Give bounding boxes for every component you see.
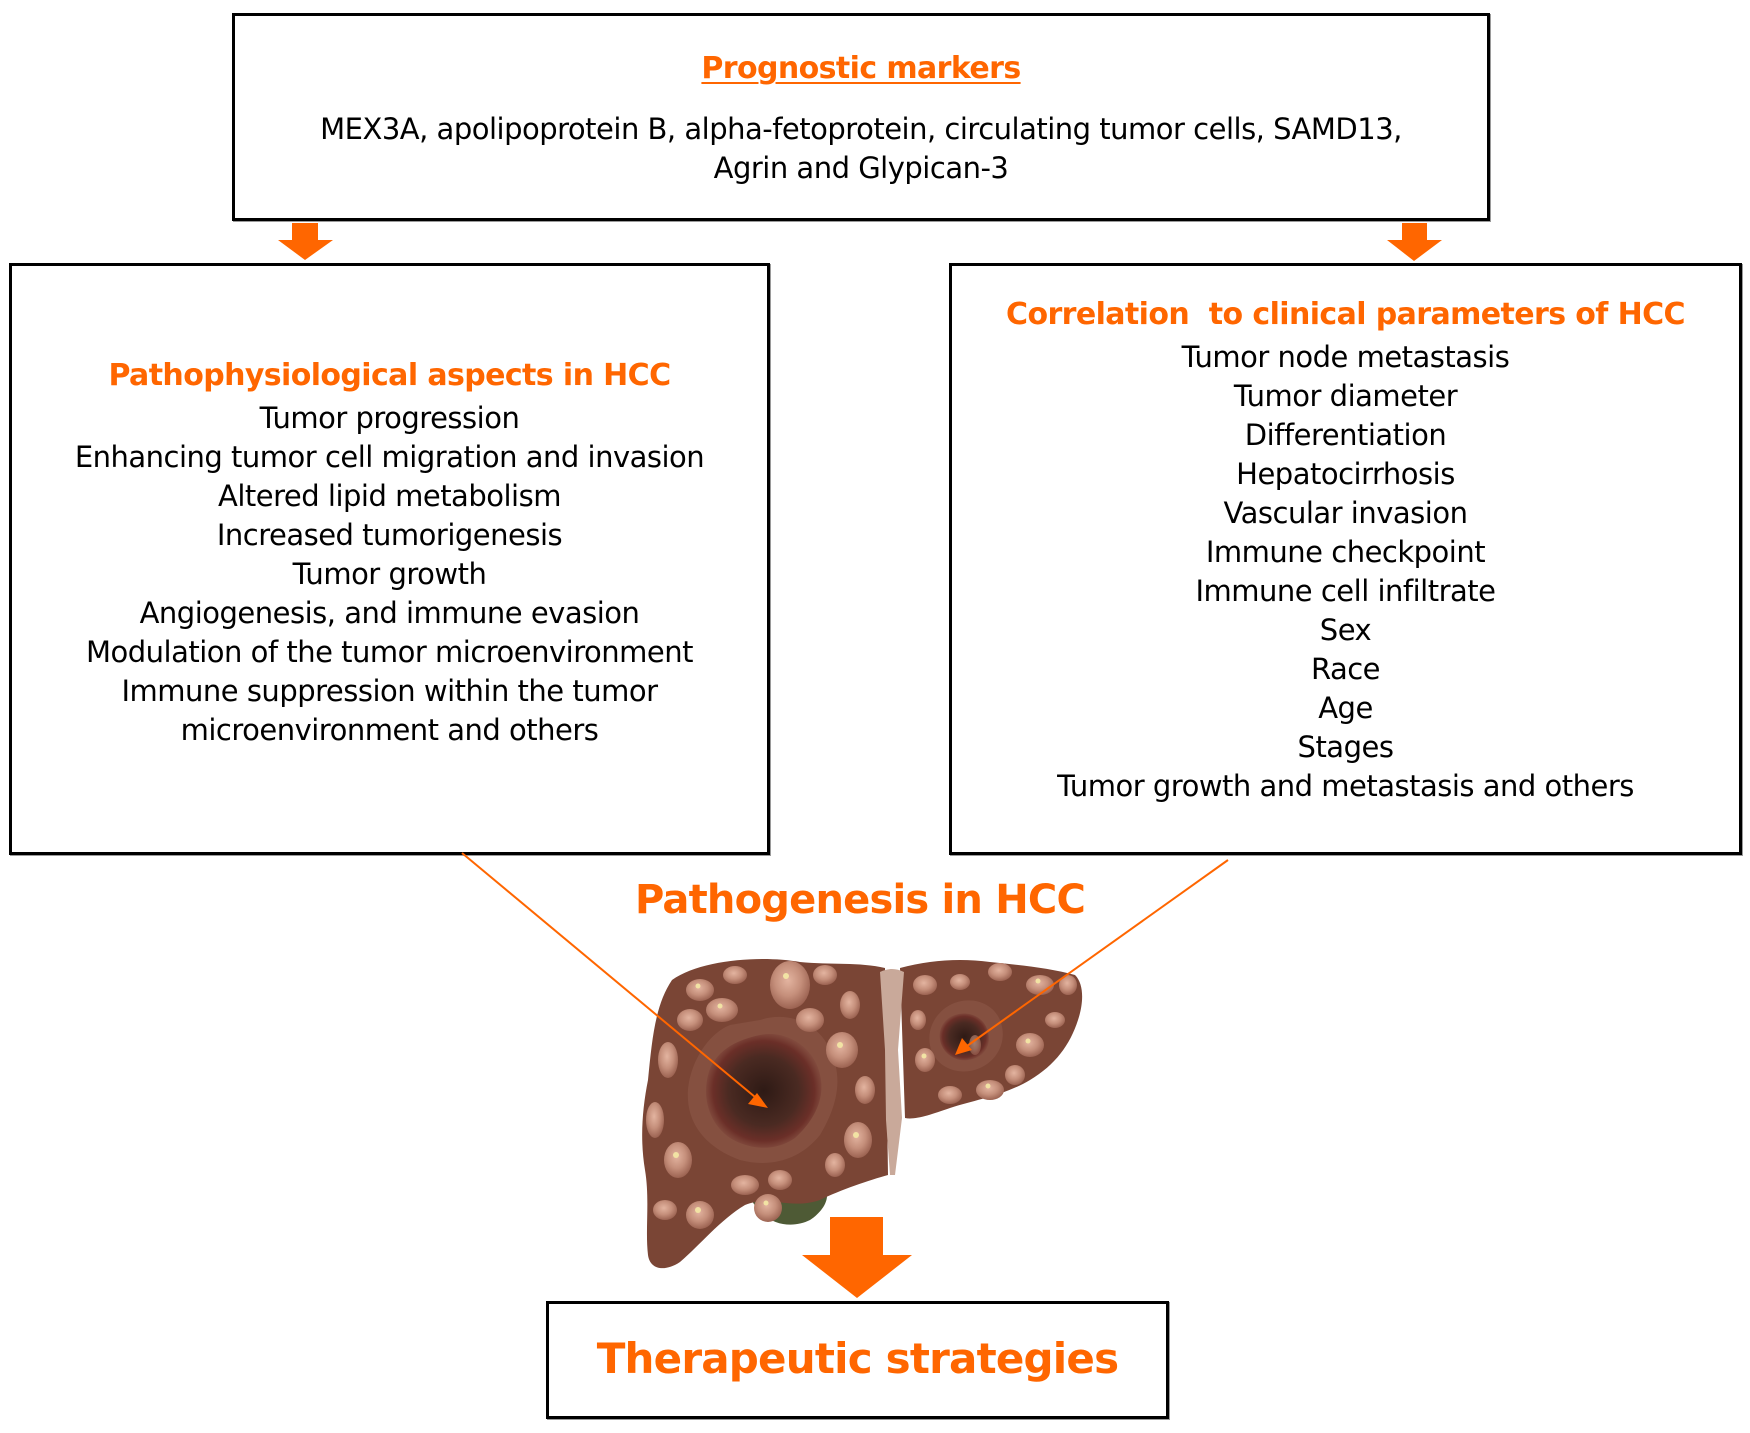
list-item: microenvironment and others — [180, 713, 599, 747]
prognostic-markers-heading: Prognostic markers — [701, 51, 1021, 86]
prognostic-markers-line: MEX3A, apolipoprotein B, alpha-fetoprote… — [320, 112, 1402, 146]
down-arrow-icon — [802, 1217, 912, 1298]
list-item: Angiogenesis, and immune evasion — [139, 596, 640, 630]
pathophysiological-aspects-heading: Pathophysiological aspects in HCC — [108, 358, 671, 393]
list-item: Tumor diameter — [1233, 379, 1458, 413]
pathophysiological-aspects-box: Pathophysiological aspects in HCC Tumor … — [9, 263, 770, 855]
list-item: Immune suppression within the tumor — [121, 674, 658, 708]
list-item: Enhancing tumor cell migration and invas… — [74, 440, 705, 474]
list-item: Hepatocirrhosis — [1236, 457, 1455, 491]
therapeutic-strategies-box: Therapeutic strategies — [546, 1301, 1169, 1419]
list-item: Tumor growth and metastasis and others — [1057, 769, 1634, 803]
list-item: Immune checkpoint — [1205, 535, 1486, 569]
list-item: Tumor progression — [259, 401, 520, 435]
list-item: Modulation of the tumor microenvironment — [86, 635, 693, 669]
list-item: Tumor growth — [292, 557, 487, 591]
prognostic-markers-box: Prognostic markers MEX3A, apolipoprotein… — [232, 13, 1490, 221]
list-item: Stages — [1297, 730, 1394, 764]
list-item: Race — [1310, 652, 1381, 686]
therapeutic-strategies-title: Therapeutic strategies — [596, 1334, 1119, 1383]
down-arrow-icon — [1387, 223, 1442, 261]
down-arrow-icon — [278, 223, 333, 260]
pathogenesis-title: Pathogenesis in HCC — [634, 877, 1086, 923]
list-item: Immune cell infiltrate — [1195, 574, 1496, 608]
list-item: Vascular invasion — [1223, 496, 1468, 530]
liver-with-tumors-icon — [642, 959, 1083, 1269]
list-item: Increased tumorigenesis — [216, 518, 563, 552]
list-item: Age — [1318, 691, 1373, 725]
list-item: Tumor node metastasis — [1181, 340, 1510, 374]
list-item: Sex — [1319, 613, 1372, 647]
list-item: Differentiation — [1244, 418, 1447, 452]
clinical-correlation-list: Tumor node metastasis Tumor diameter Dif… — [952, 338, 1739, 806]
prognostic-markers-list: MEX3A, apolipoprotein B, alpha-fetoprote… — [235, 110, 1487, 188]
clinical-correlation-box: Correlation to clinical parameters of HC… — [949, 263, 1742, 855]
clinical-correlation-heading: Correlation to clinical parameters of HC… — [1006, 297, 1686, 332]
list-item: Altered lipid metabolism — [218, 479, 561, 513]
prognostic-markers-line: Agrin and Glypican-3 — [713, 151, 1009, 185]
pathophysiological-aspects-list: Tumor progression Enhancing tumor cell m… — [12, 399, 767, 750]
